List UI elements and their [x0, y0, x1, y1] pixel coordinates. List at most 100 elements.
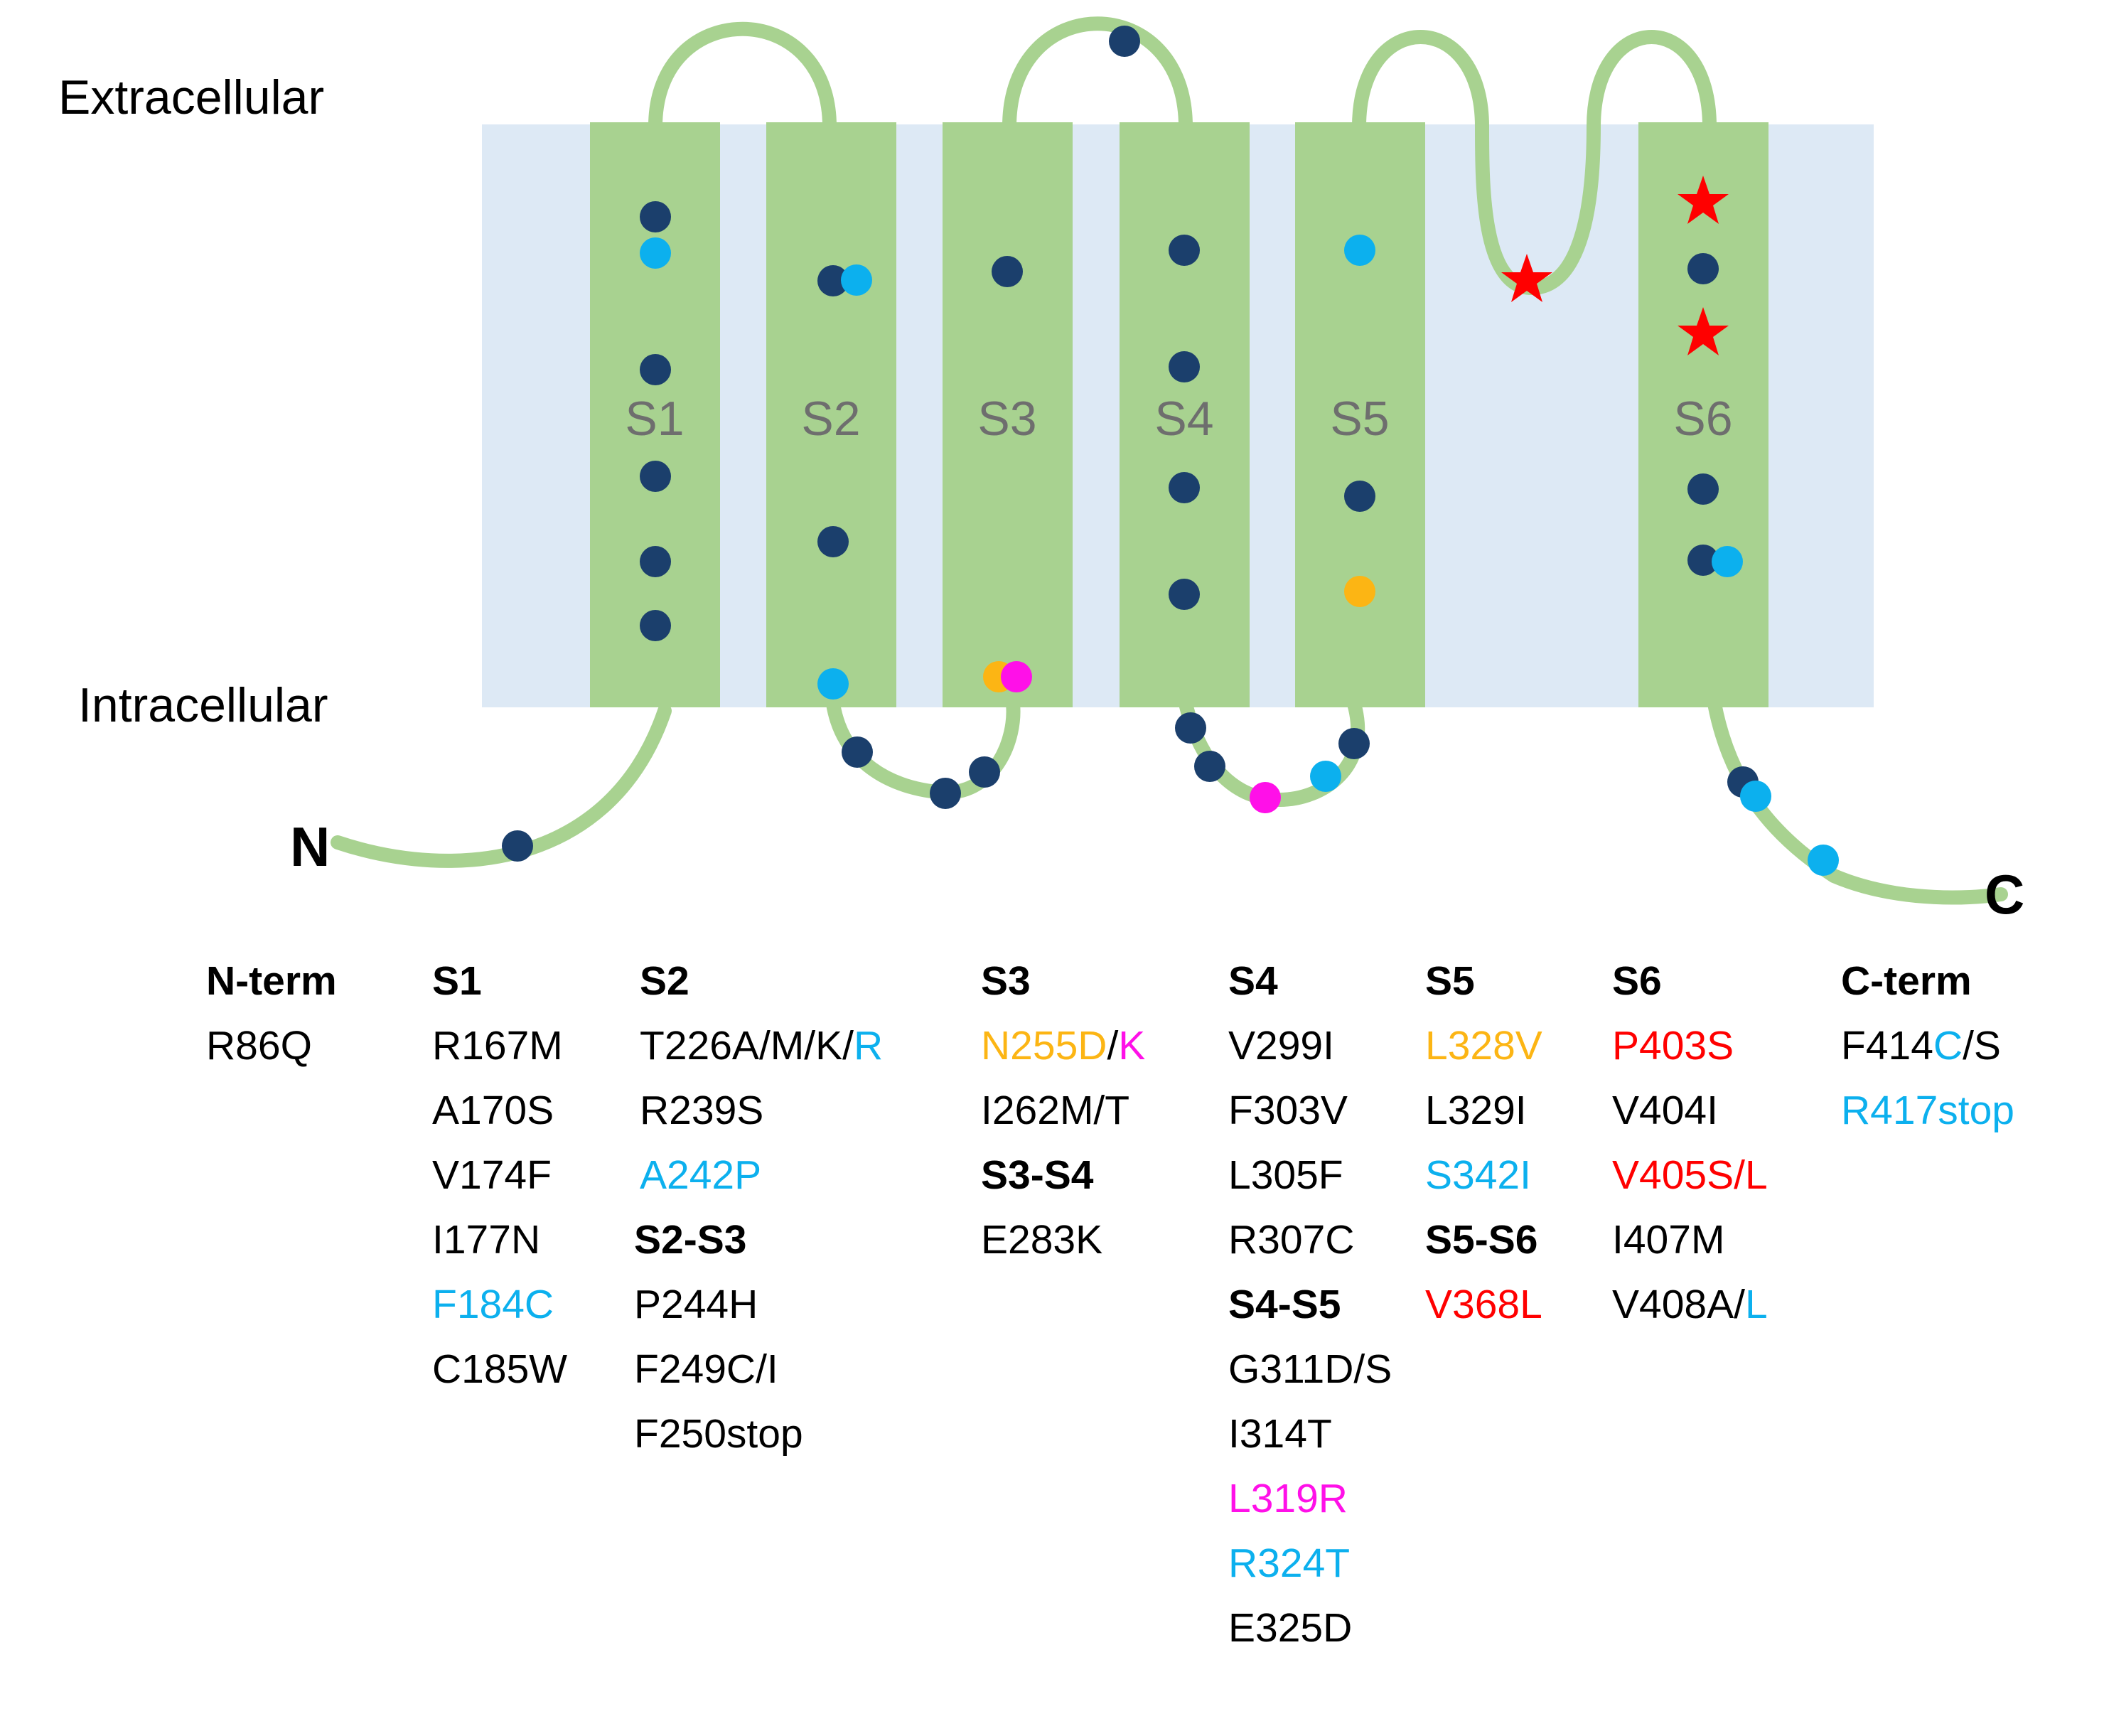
mutation-part: L329I — [1425, 1088, 1527, 1133]
mutation-item: F250stop — [634, 1402, 883, 1467]
dark-navy-dot — [842, 736, 873, 768]
mutation-item: V405S/L — [1612, 1143, 1768, 1208]
mutation-part: F414 — [1841, 1023, 1933, 1068]
light-blue-dot — [1712, 546, 1743, 577]
dark-navy-dot — [1169, 235, 1200, 266]
dark-navy-dot — [1687, 473, 1719, 505]
mutation-item: V174F — [432, 1143, 567, 1208]
dark-navy-dot — [1687, 253, 1719, 284]
column-subheading: S3-S4 — [981, 1152, 1094, 1198]
column-subheading: S4-S5 — [1228, 1282, 1341, 1327]
magenta-markers — [1001, 661, 1281, 813]
mutation-part: P403S — [1612, 1023, 1734, 1068]
mutation-part: T226A/M/K/ — [640, 1023, 854, 1068]
red-star-icon — [1678, 176, 1729, 224]
mutation-part: V408A/ — [1612, 1282, 1745, 1327]
helix-s5 — [1295, 122, 1425, 707]
mutation-item: R324T — [1228, 1531, 1392, 1596]
mutation-part: A170S — [432, 1088, 554, 1133]
dark-navy-dot — [1338, 728, 1370, 759]
mutation-part: F303V — [1228, 1088, 1348, 1133]
light-blue-dot — [841, 264, 872, 296]
mutation-item: R86Q — [206, 1014, 337, 1078]
mutation-part: E283K — [981, 1217, 1103, 1263]
mutation-part: V299I — [1228, 1023, 1334, 1068]
mutation-part: F250stop — [634, 1411, 803, 1457]
mutation-item: A170S — [432, 1078, 567, 1143]
mutation-part: L319R — [1228, 1476, 1348, 1521]
column-heading: S2 — [640, 958, 689, 1004]
mutation-item: V368L — [1425, 1272, 1542, 1337]
column-subheading: S2-S3 — [634, 1217, 747, 1263]
dark-navy-dot — [1109, 26, 1140, 57]
mutation-item: I262M/T — [981, 1078, 1145, 1143]
dark-navy-dot — [992, 256, 1023, 287]
mutation-part: K — [1118, 1023, 1146, 1068]
dark-navy-dot — [817, 526, 849, 557]
light-blue-dot — [1310, 761, 1341, 792]
dark-navy-dot — [1175, 712, 1206, 744]
loop-s3-s4 — [1002, 16, 1193, 134]
mutation-part: E325D — [1228, 1605, 1353, 1651]
mutation-item: V404I — [1612, 1078, 1768, 1143]
mutation-item: F249C/I — [634, 1337, 883, 1402]
dark-navy-dot — [1169, 579, 1200, 610]
light-blue-dot — [817, 668, 849, 700]
dark-navy-dot — [817, 265, 849, 296]
mutation-part: N255D — [981, 1023, 1107, 1068]
mutation-item: E283K — [981, 1208, 1145, 1272]
mutation-item: L328V — [1425, 1014, 1542, 1078]
mutation-item: F303V — [1228, 1078, 1392, 1143]
mutation-item: L305F — [1228, 1143, 1392, 1208]
mutation-item: F414C/S — [1841, 1014, 2014, 1078]
mutation-part: F184C — [432, 1282, 554, 1327]
helix-s2 — [766, 122, 896, 707]
column-heading: S1 — [432, 958, 482, 1004]
dark-navy-dot — [502, 830, 533, 862]
light-blue-markers — [640, 235, 1839, 876]
mutation-part: L328V — [1425, 1023, 1542, 1068]
column-n-term: N-term R86Q — [206, 949, 337, 1078]
mutation-part: C — [1933, 1023, 1963, 1068]
extracellular-label: Extracellular — [58, 70, 324, 124]
column-s6: S6 P403S V404I V405S/L I407M V408A/L — [1612, 949, 1768, 1337]
loop-s1-s2 — [648, 21, 837, 134]
mutation-item: E325D — [1228, 1596, 1392, 1661]
mutation-item: F184C — [432, 1272, 567, 1337]
mutation-part: R167M — [432, 1023, 563, 1068]
dark-navy-markers — [502, 26, 1759, 862]
mutation-part: F249C/I — [634, 1346, 778, 1392]
mutation-part: V405S/L — [1612, 1152, 1768, 1198]
mutation-part: S342I — [1425, 1152, 1531, 1198]
helix-s6 — [1638, 122, 1768, 707]
mutation-part: I262M/T — [981, 1088, 1130, 1133]
dark-navy-dot — [640, 610, 671, 641]
segment-label-s3: S3 — [977, 392, 1036, 446]
mutation-part: P244H — [634, 1282, 758, 1327]
mutation-item: R167M — [432, 1014, 567, 1078]
mutation-item: L319R — [1228, 1467, 1392, 1531]
mutation-part: G311D/S — [1228, 1346, 1392, 1392]
column-s4: S4 V299I F303V L305F R307C S4-S5 G311D/S… — [1228, 949, 1392, 1661]
column-c-term: C-term F414C/S R417stop — [1841, 949, 2014, 1143]
column-heading: S6 — [1612, 958, 1662, 1004]
membrane-topology: S1 S2 S3 S4 S5 S6 Extracellular Intracel… — [58, 16, 2024, 924]
light-blue-dot — [1808, 845, 1839, 876]
mutation-part: / — [1107, 1023, 1119, 1068]
dark-navy-dot — [1169, 351, 1200, 382]
dark-navy-dot — [1344, 481, 1375, 512]
mutation-part: I314T — [1228, 1411, 1332, 1457]
dark-navy-dot — [640, 354, 671, 385]
mutation-part: R239S — [640, 1088, 764, 1133]
magenta-dot — [1250, 782, 1281, 813]
mutation-item: V299I — [1228, 1014, 1392, 1078]
mutation-part: L305F — [1228, 1152, 1343, 1198]
mutation-part: I407M — [1612, 1217, 1725, 1263]
column-heading: N-term — [206, 958, 337, 1004]
n-terminus-tail — [331, 704, 672, 868]
mutation-item: R307C — [1228, 1208, 1392, 1272]
mutation-item: T226A/M/K/R — [640, 1014, 883, 1078]
dark-navy-dot — [1687, 545, 1719, 576]
mutation-item: P403S — [1612, 1014, 1768, 1078]
mutation-part: V368L — [1425, 1282, 1542, 1327]
